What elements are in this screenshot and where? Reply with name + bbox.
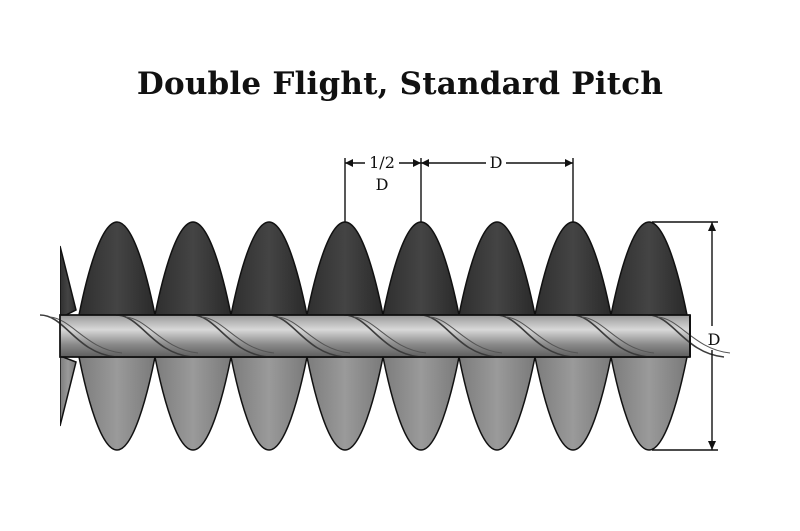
pitch-arrow-right [565,159,573,167]
pitch-arrow-left [421,159,429,167]
flight-bottom-6 [458,356,536,451]
flight-bottom-8 [610,356,688,451]
shaft-helix-line-7 [495,314,573,358]
flight-bottom-4 [306,356,384,451]
shaft-helix-shade-6 [429,316,503,354]
auger-flights [60,221,688,451]
shaft-helix-shade-8 [581,316,655,354]
flight-bottom-5 [382,356,460,451]
pitch-label: D [490,153,503,172]
shaft-helix-line-3 [191,314,269,358]
shaft-helix-line-2 [115,314,193,358]
dimension-lines [344,158,718,451]
flight-top-2 [154,221,232,316]
flight-top-4 [306,221,384,316]
shaft-helix-shade-7 [505,316,579,354]
diameter-label: D [708,330,721,349]
auger-shaft [39,314,731,358]
shaft-helix-shade-5 [353,316,427,354]
flight-partial-bottom [60,355,77,427]
half-pitch-arrow-left [345,159,353,167]
flight-bottom-2 [154,356,232,451]
diameter-arrow-bottom [708,441,716,450]
flight-top-5 [382,221,460,316]
shaft-helix-line-6 [419,314,497,358]
flight-partial-top [60,245,77,319]
shaft-helix-shade-2 [125,316,199,354]
half-pitch-label-top: 1/2 [369,153,395,172]
half-pitch-arrow-right [413,159,421,167]
diameter-arrow-top [708,222,716,231]
flight-bottom-3 [230,356,308,451]
flight-bottom-7 [534,356,612,451]
shaft-helix-line-4 [267,314,345,358]
shaft-helix-shade-9 [657,316,731,354]
shaft-helix-shade-3 [201,316,275,354]
flight-top-3 [230,221,308,316]
shaft-helix-shade-4 [277,316,351,354]
flight-top-8 [610,221,688,316]
shaft-helix-line-5 [343,314,421,358]
shaft-helix-line-8 [571,314,649,358]
shaft-body [59,314,691,358]
flight-bottom-1 [78,356,156,451]
shaft-helix-line-1 [39,314,117,358]
shaft-helix-shade-1 [49,316,123,354]
flight-top-1 [78,221,156,316]
half-pitch-label-bottom: D [376,175,389,194]
flight-top-6 [458,221,536,316]
page-title: Double Flight, Standard Pitch [136,66,664,102]
flight-top-7 [534,221,612,316]
